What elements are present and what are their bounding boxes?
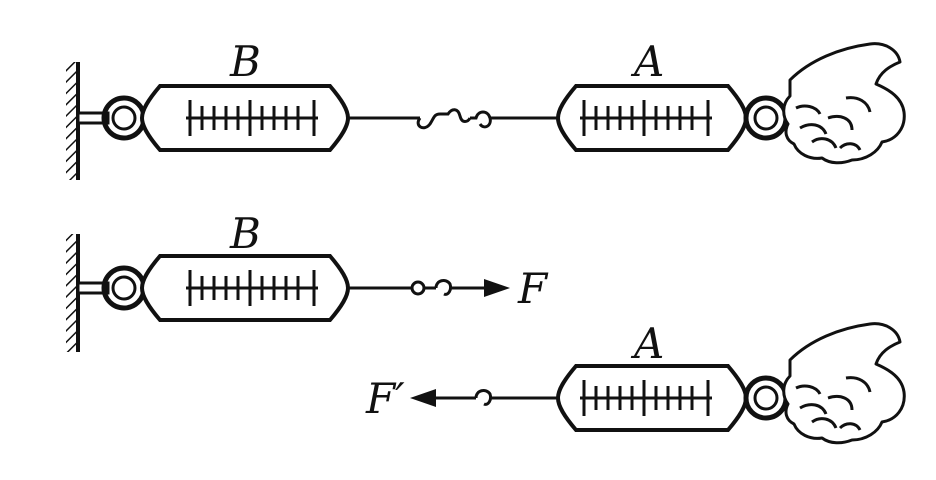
bot-scale-a-label: A (630, 319, 664, 368)
wall-support-icon (66, 234, 80, 352)
force-f-label: F (517, 264, 549, 313)
wall-rod (76, 281, 110, 295)
ring-icon (743, 375, 789, 421)
bottom-row: F′ A (365, 319, 906, 445)
wall-support-icon (66, 62, 80, 180)
middle-row: B F (66, 209, 549, 352)
force-fprime-label: F′ (365, 374, 405, 423)
spring-scale-a (555, 84, 749, 152)
hook-icon (348, 279, 486, 296)
top-scale-a-label: A (630, 37, 664, 86)
mid-scale-b-label: B (229, 209, 261, 258)
hand-icon (782, 42, 906, 165)
top-scale-b-label: B (229, 37, 261, 86)
spring-scale-a (555, 364, 749, 432)
spring-scale-b (139, 84, 351, 152)
hook-icon (434, 389, 558, 406)
wall-rod (76, 111, 110, 125)
connecting-hooks (348, 108, 558, 130)
ring-icon (101, 95, 147, 141)
arrow-icon (410, 389, 436, 407)
spring-scale-b (139, 254, 351, 322)
arrow-icon (484, 279, 510, 297)
hand-icon (782, 322, 906, 445)
ring-icon (101, 265, 147, 311)
top-row: B (66, 37, 906, 180)
ring-icon (743, 95, 789, 141)
